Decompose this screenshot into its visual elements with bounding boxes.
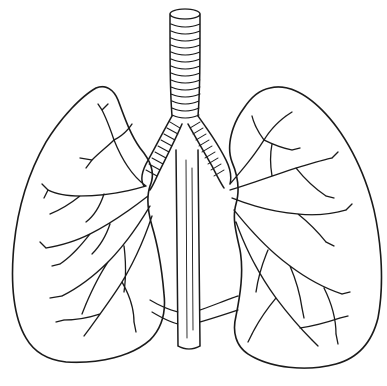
left-lung: [13, 87, 165, 363]
central-tube: [150, 150, 238, 349]
right-lung: [230, 87, 382, 368]
tracheal-cartilage-rings: [171, 24, 200, 118]
right-bronchial-tree: [230, 112, 352, 346]
right-main-bronchus: [188, 116, 231, 188]
trachea: [170, 9, 200, 118]
